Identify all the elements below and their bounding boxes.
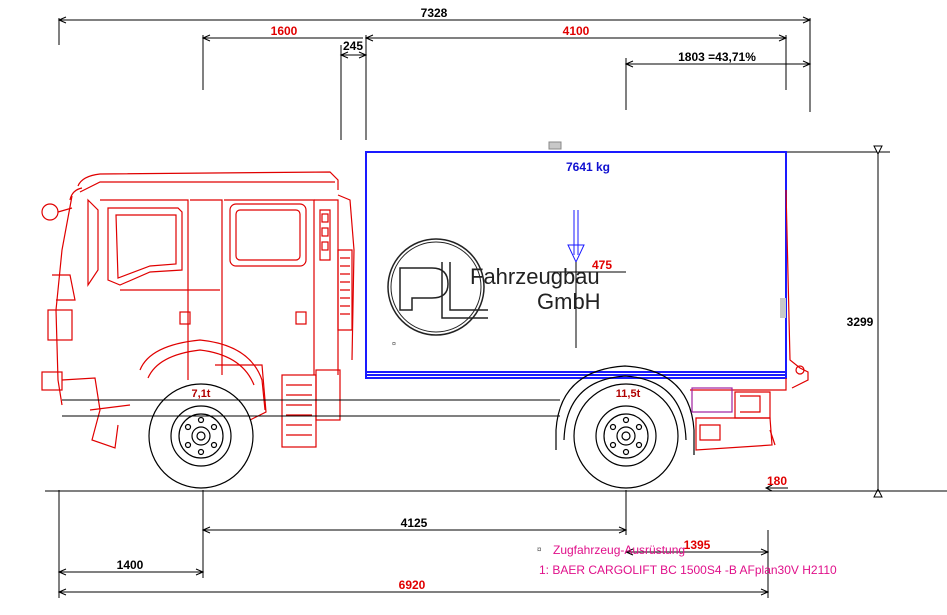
bottom-dimensions — [57, 490, 770, 598]
logo-line1: Fahrzeugbau — [470, 264, 600, 289]
dim-rear-overhang: 1803 =43,71% — [678, 50, 756, 64]
dim-height: 3299 — [847, 315, 874, 329]
equipment-item: 1: BAER CARGOLIFT BC 1500S4 -B AFplan30V… — [539, 563, 837, 577]
liftgate-dimension — [764, 484, 788, 492]
front-axle-load: 7,1t — [192, 388, 211, 400]
truck-outline — [41, 171, 809, 455]
body-mass-label: 7641 kg — [566, 160, 610, 174]
company-logo: Fahrzeugbau GmbH — [387, 238, 601, 336]
rear-axle-load: 11,5t — [616, 388, 641, 400]
dim-wheelbase: 4125 — [401, 516, 428, 530]
dim-rear-tail: 1395 — [684, 538, 711, 552]
svg-text:¤: ¤ — [392, 341, 396, 348]
dim-cab-length: 1600 — [271, 24, 298, 38]
cog-arrow-icon — [548, 210, 626, 348]
top-dimensions — [57, 16, 812, 140]
cargo-body: ¤ — [365, 141, 787, 379]
logo-line2: GmbH — [537, 289, 601, 314]
dim-liftgate: 180 — [767, 474, 787, 488]
equipment-marker-icon: ¤ — [537, 545, 542, 554]
cog-offset-label: 475 — [592, 258, 612, 272]
dim-gap: 245 — [343, 39, 363, 53]
front-wheel — [148, 383, 254, 489]
dim-overall-length: 7328 — [421, 6, 448, 20]
rear-wheel — [573, 383, 679, 489]
dim-chassis-length: 6920 — [399, 578, 426, 592]
equipment-title: Zugfahrzeug-Ausrüstung — [553, 543, 685, 557]
dim-front-overhang: 1400 — [117, 558, 144, 572]
dim-body-length: 4100 — [563, 24, 590, 38]
height-dimension — [786, 145, 890, 498]
